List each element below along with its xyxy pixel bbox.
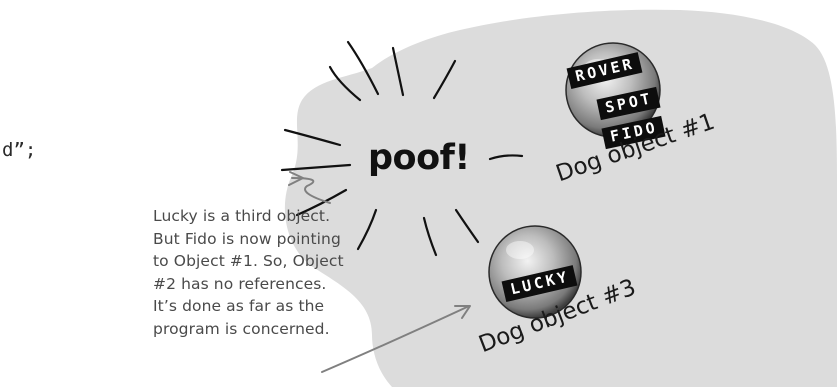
annotation-line: program is concerned. — [153, 318, 393, 341]
annotation-text: Lucky is a third object. But Fido is now… — [153, 205, 393, 341]
poof-label: poof! — [368, 138, 470, 178]
annotation-line: It’s done as far as the — [153, 295, 393, 318]
annotation-line: #2 has no references. — [153, 273, 393, 296]
annotation-line: But Fido is now pointing — [153, 228, 393, 251]
annotation-line: Lucky is a third object. — [153, 205, 393, 228]
code-fragment: d”; — [2, 139, 36, 161]
annotation-line: to Object #1. So, Object — [153, 250, 393, 273]
